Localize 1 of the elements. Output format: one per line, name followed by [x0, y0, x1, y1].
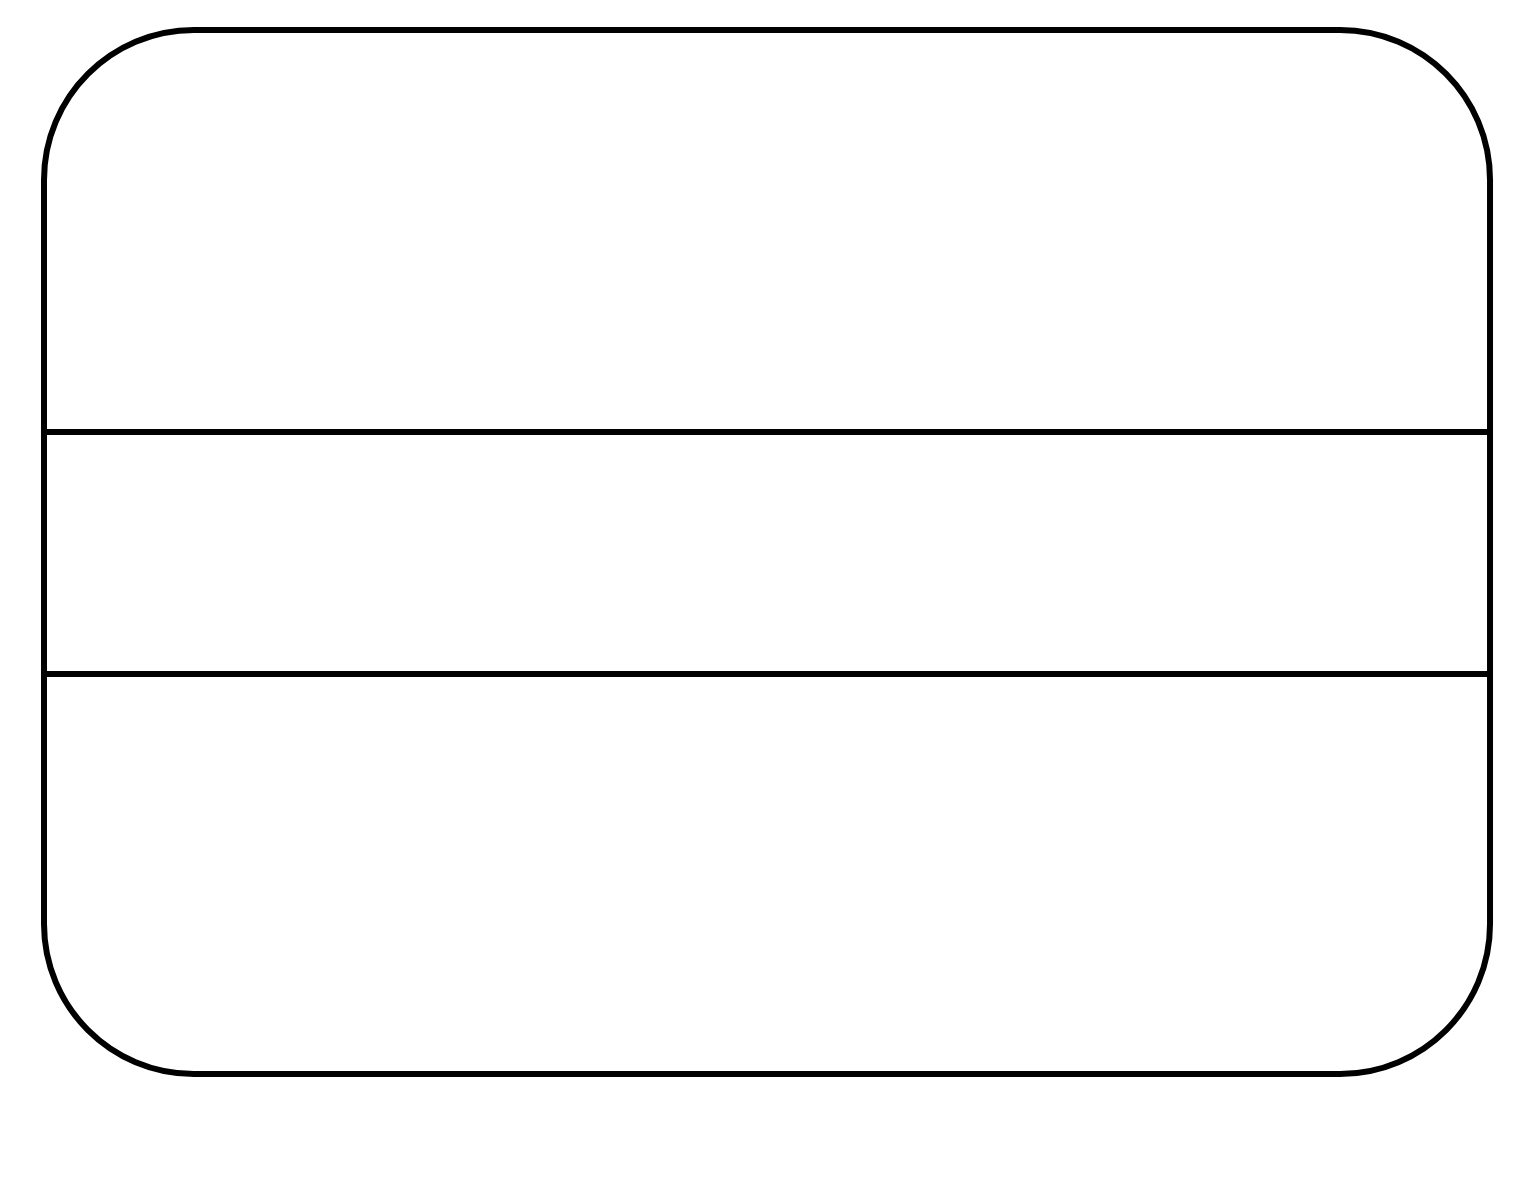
compartment-box: [41, 27, 1493, 1077]
